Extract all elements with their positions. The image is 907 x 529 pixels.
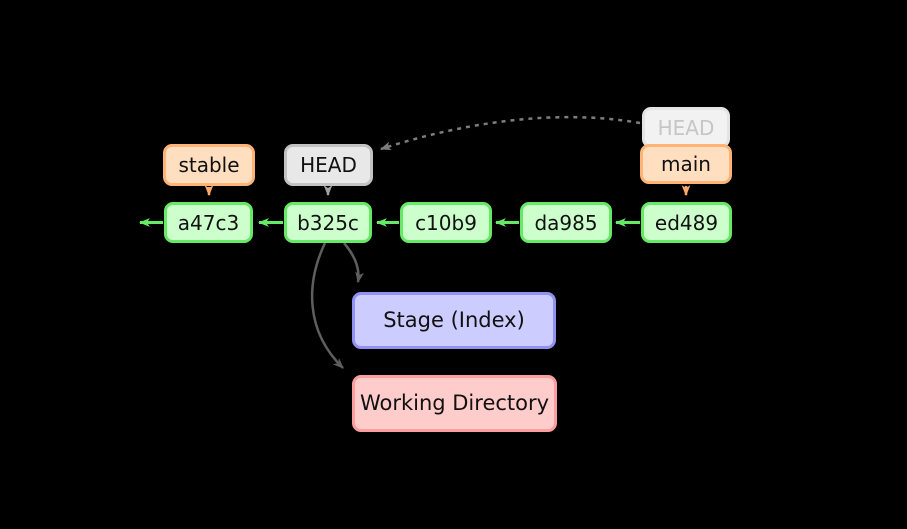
stage-box: Stage (Index)	[352, 292, 556, 349]
working-directory-box: Working Directory	[352, 375, 557, 432]
commit-id: da985	[534, 210, 598, 235]
commit-da985: da985	[520, 202, 612, 243]
head-label-ghost: HEAD	[642, 107, 730, 148]
commit-ed489: ed489	[641, 202, 732, 243]
head-ghost-text: HEAD	[657, 115, 715, 140]
arrow-b325c-to-stage	[343, 242, 364, 284]
branch-label-stable: stable	[163, 144, 255, 186]
commit-b325c: b325c	[284, 202, 372, 243]
branch-label-main: main	[640, 144, 732, 184]
arrow-b325c-to-working-directory	[311, 242, 344, 369]
head-label: HEAD	[284, 144, 373, 186]
commit-a47c3: a47c3	[164, 202, 253, 243]
stable-text: stable	[178, 153, 240, 177]
head-text: HEAD	[300, 153, 357, 177]
commit-id: ed489	[654, 210, 719, 235]
working-directory-text: Working Directory	[359, 391, 550, 415]
commit-id: b325c	[297, 210, 359, 235]
commit-id: a47c3	[177, 210, 240, 235]
commit-id: c10b9	[415, 210, 477, 235]
stage-text: Stage (Index)	[383, 308, 525, 332]
commit-c10b9: c10b9	[400, 202, 492, 243]
arrow-ghost-head-to-head	[379, 115, 641, 151]
main-text: main	[661, 152, 711, 176]
